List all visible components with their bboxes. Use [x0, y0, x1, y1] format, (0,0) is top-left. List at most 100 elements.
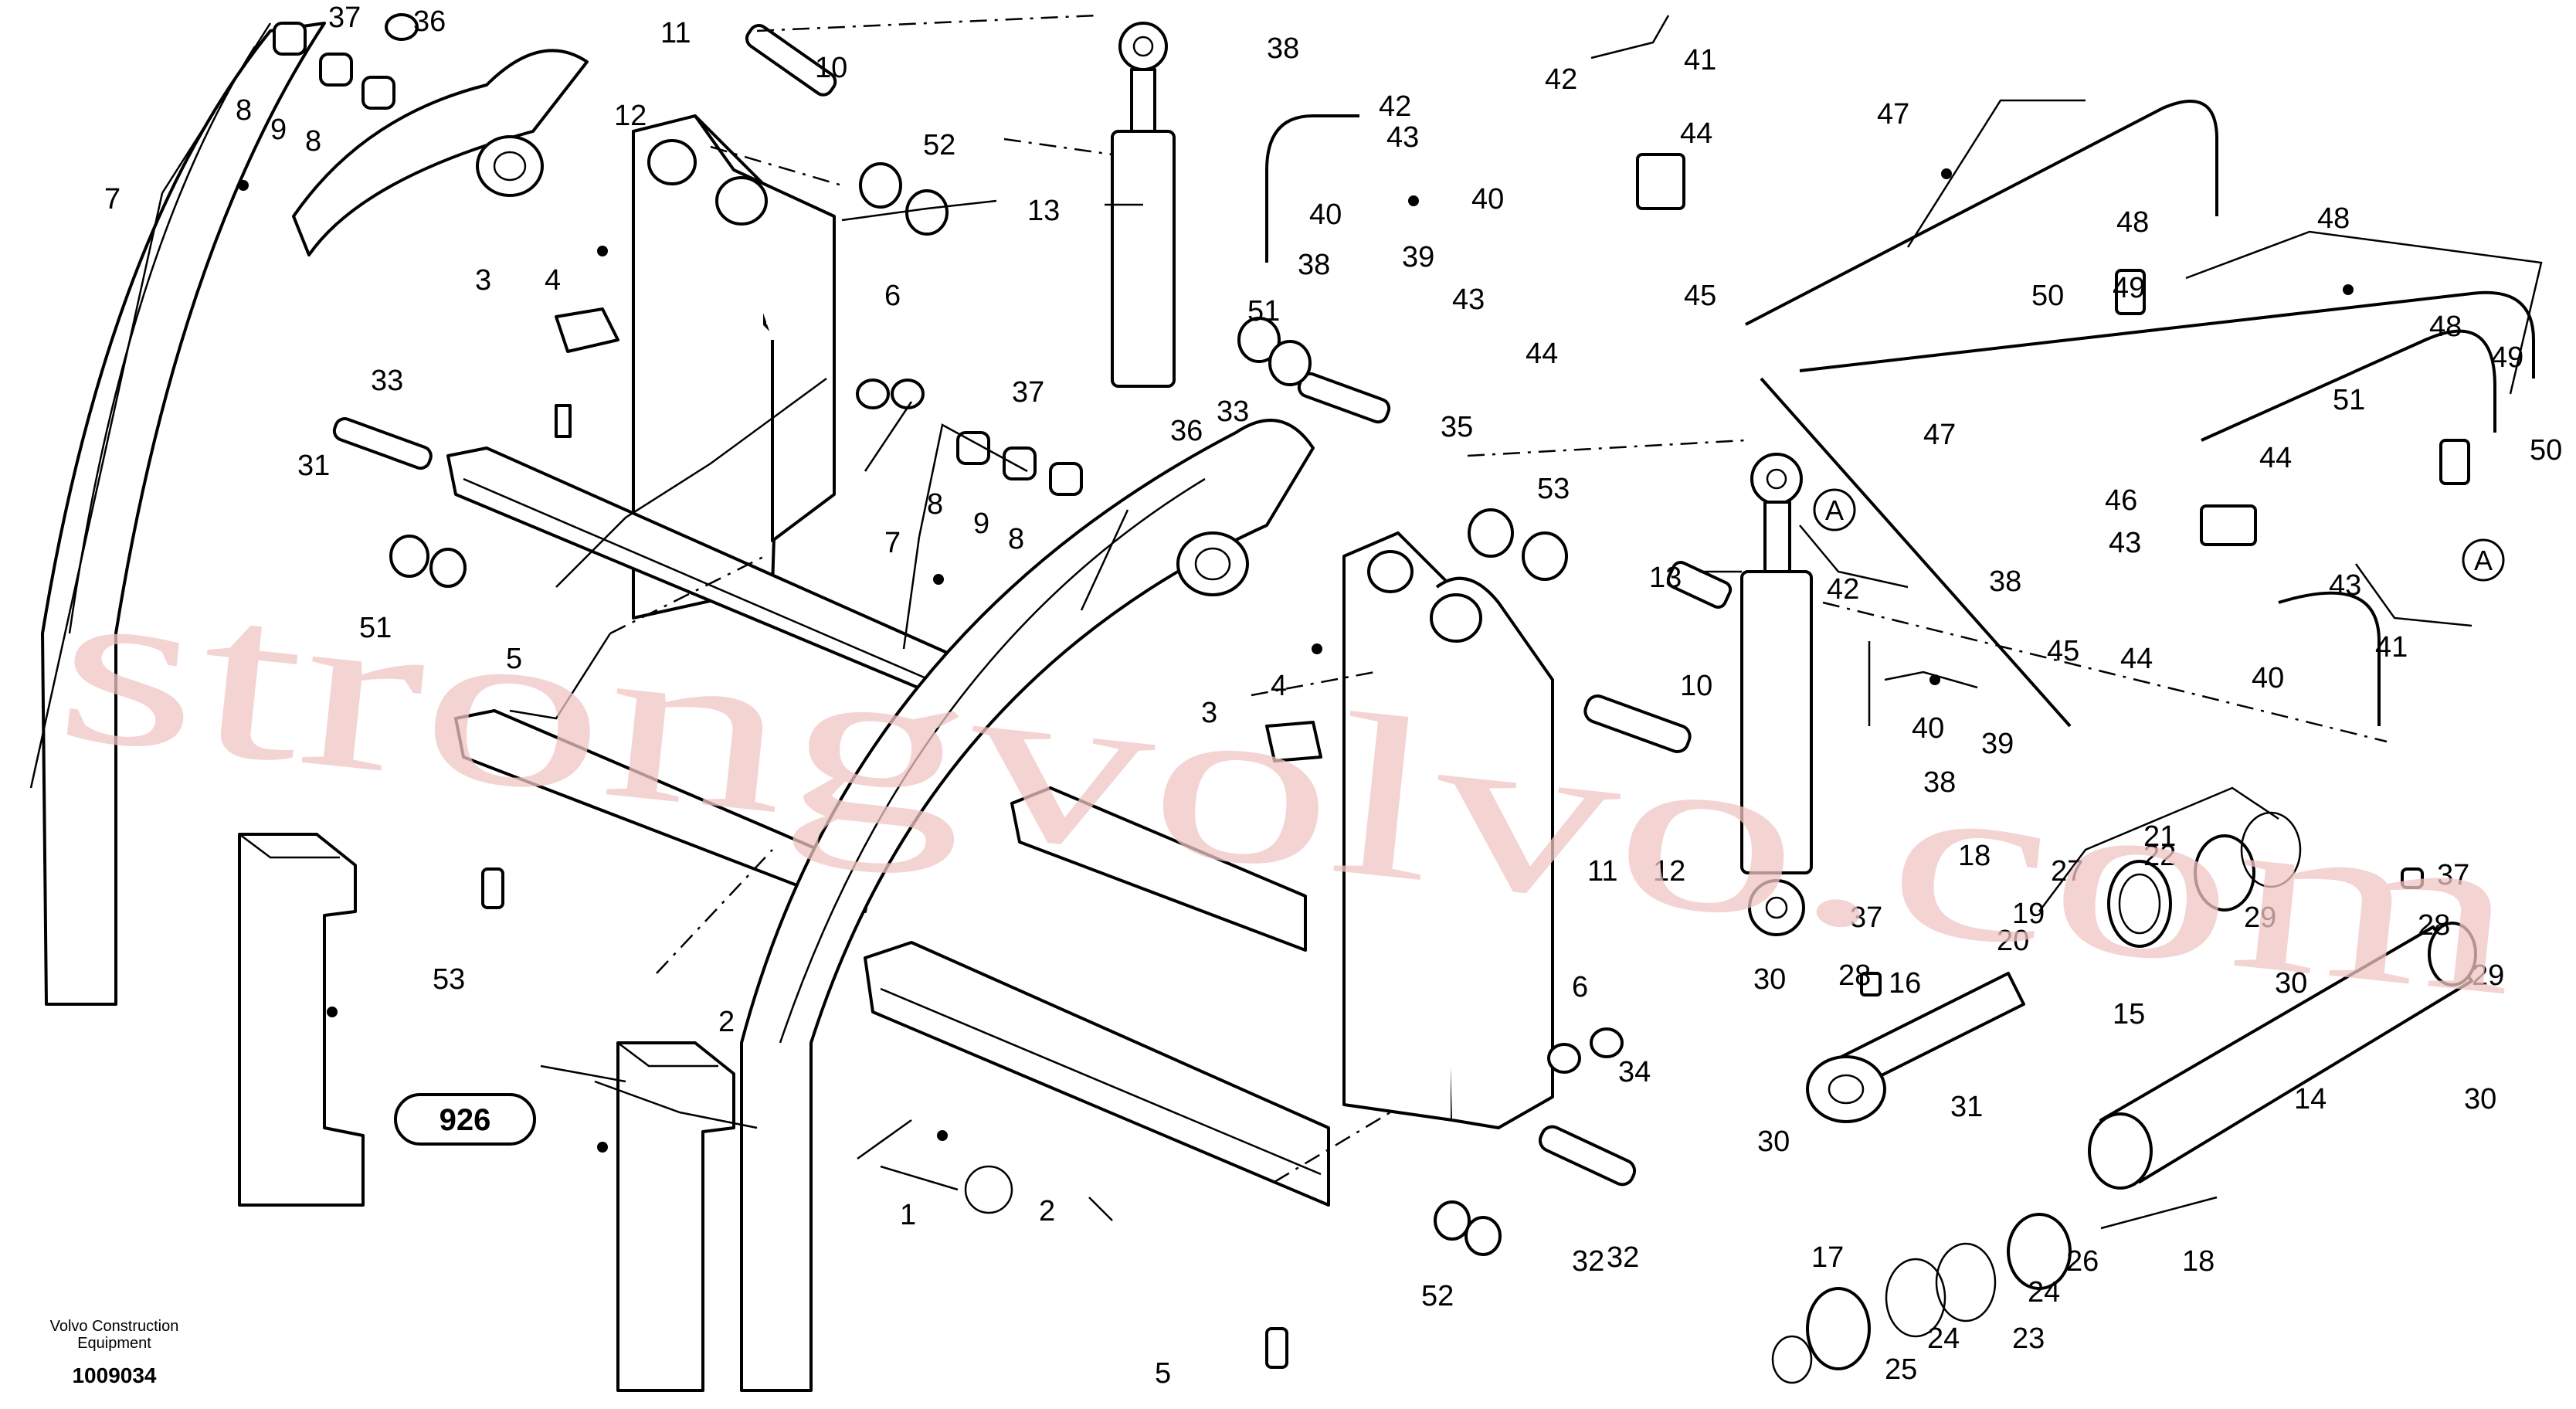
- callout: 44: [1526, 338, 1558, 370]
- callout: 47: [1877, 98, 1909, 131]
- callout: 3: [1201, 697, 1217, 729]
- callout: 46: [2105, 484, 2137, 517]
- left-upper-bracket: [555, 114, 836, 620]
- callout: 13: [1649, 562, 1682, 594]
- company-name: Volvo Construction: [50, 1318, 179, 1335]
- left-fork-arm: [41, 22, 589, 1006]
- callout: 38: [1989, 565, 2021, 598]
- callout: 39: [1981, 728, 2014, 760]
- callout: 35: [1441, 411, 1473, 443]
- callout: 43: [2329, 569, 2361, 602]
- callout: 10: [815, 52, 847, 84]
- reference-926-label: 926: [440, 1103, 491, 1137]
- callout: 6: [884, 280, 901, 312]
- callout: 44: [2120, 643, 2153, 675]
- callout: 4: [1271, 670, 1287, 702]
- callout: 26: [2066, 1245, 2099, 1278]
- callout: 51: [359, 612, 392, 644]
- piston-rod: [1806, 972, 2025, 1123]
- callout: 49: [2113, 272, 2145, 304]
- callout: 40: [1309, 199, 1342, 231]
- callout: 21: [2143, 820, 2176, 853]
- callout: 6: [1572, 971, 1588, 1003]
- callout: 43: [2109, 527, 2141, 559]
- callout: 36: [413, 5, 446, 38]
- section-marker-a-left: A: [1813, 488, 1856, 531]
- company-name: Equipment: [77, 1335, 151, 1352]
- callout: 48: [2429, 311, 2462, 343]
- callout: 48: [2317, 202, 2350, 235]
- callout: 12: [1653, 855, 1685, 888]
- right-bracket: [1265, 531, 1554, 1129]
- callout: 32: [1607, 1241, 1639, 1274]
- callout: 16: [1889, 967, 1921, 1000]
- callout: 19: [2012, 898, 2045, 930]
- callout: 37: [1850, 901, 1882, 934]
- callout: 27: [2051, 855, 2083, 888]
- callout: 37: [328, 2, 361, 34]
- callout: 28: [1838, 959, 1871, 992]
- callout: 42: [1379, 90, 1411, 123]
- callout: 41: [2375, 631, 2408, 664]
- callout: 9: [270, 114, 287, 146]
- callout: 40: [2252, 662, 2284, 694]
- reference-926[interactable]: 926: [394, 1093, 536, 1146]
- callout: 29: [2244, 901, 2276, 934]
- watermark: strongvolvo.com: [46, 531, 2531, 1044]
- main-lower-beam: [864, 786, 1330, 1207]
- callout: 40: [1912, 712, 1944, 745]
- callout: 9: [973, 508, 989, 540]
- callout: 48: [2116, 206, 2149, 239]
- callout: 17: [1811, 1241, 1844, 1274]
- callout: 8: [927, 488, 943, 521]
- callout: 31: [297, 450, 330, 482]
- callout: 34: [1618, 1056, 1651, 1088]
- callout: 39: [1402, 241, 1434, 273]
- callout: 15: [2113, 998, 2145, 1030]
- callout: 23: [2012, 1322, 2045, 1355]
- callout: 31: [1950, 1091, 1983, 1123]
- tilt-cylinder-lower: [1740, 453, 1813, 936]
- callout: 8: [236, 94, 252, 127]
- leader-dots: [238, 168, 2354, 1153]
- section-marker-label: A: [2474, 545, 2493, 576]
- callout: 30: [2275, 967, 2307, 1000]
- callout: 38: [1267, 32, 1299, 65]
- callout: 4: [545, 264, 561, 297]
- tilt-cylinder-upper: [1111, 22, 1176, 388]
- callout: 13: [1027, 195, 1060, 227]
- callout: 38: [1923, 766, 1956, 799]
- callout: 11: [660, 17, 691, 49]
- right-fork-tine: [616, 1041, 735, 1392]
- callout: 44: [2259, 442, 2292, 474]
- callout: 44: [1680, 117, 1712, 150]
- callout: 30: [1757, 1126, 1790, 1158]
- callout: 2: [1039, 1195, 1055, 1227]
- leader-lines: [29, 15, 2543, 1230]
- callout: 24: [1927, 1322, 1960, 1355]
- callout: 30: [1753, 963, 1786, 996]
- callout: 41: [1684, 44, 1716, 76]
- callout: 52: [923, 129, 955, 161]
- callout: 42: [1827, 573, 1859, 606]
- callout: 42: [1545, 63, 1577, 96]
- left-fork-tine: [238, 833, 365, 1207]
- callout: 53: [433, 963, 465, 996]
- callout: 51: [2333, 384, 2365, 416]
- callout: 45: [2047, 635, 2079, 667]
- callout: 37: [2437, 859, 2469, 891]
- callout: 22: [2143, 840, 2176, 872]
- callout: 11: [1587, 855, 1617, 888]
- callout: 14: [2294, 1083, 2327, 1115]
- callout: 25: [1885, 1353, 1917, 1386]
- assembly-lines: [609, 14, 2388, 1183]
- callout: 49: [2491, 341, 2523, 374]
- callout: 5: [1155, 1357, 1171, 1390]
- side-shift-cylinder: [2088, 922, 2477, 1190]
- callout: 29: [2472, 959, 2504, 992]
- callout: 7: [104, 183, 120, 216]
- callout: 5: [506, 643, 522, 675]
- callout: 2: [718, 1006, 735, 1038]
